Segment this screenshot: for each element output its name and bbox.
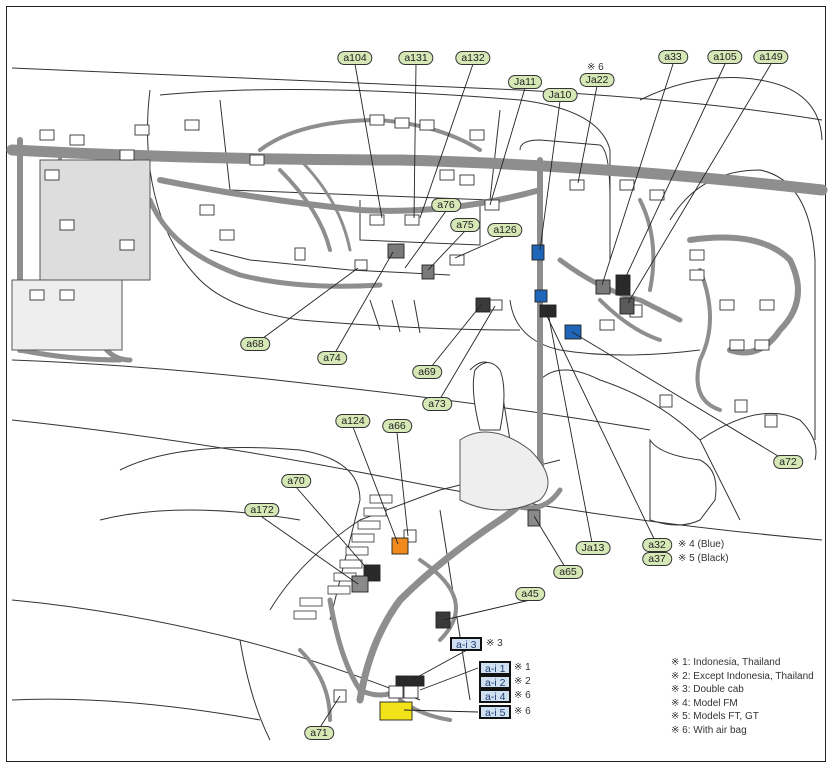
note-ja22: ※ 6 (587, 62, 604, 73)
legend-item: ※ 4: Model FM (671, 697, 738, 709)
console-switch-panel (293, 494, 393, 620)
connectors-colored (351, 243, 635, 721)
connector-a105 (615, 274, 631, 296)
label-a172: a172 (244, 503, 280, 517)
note-a37: ※ 5 (Black) (678, 553, 729, 564)
connector-a172 (351, 575, 369, 593)
label-a71: a71 (304, 726, 334, 740)
legend-item: ※ 6: With air bag (671, 724, 747, 736)
label-ja22: Ja22 (579, 73, 615, 87)
label-a105: a105 (707, 50, 743, 64)
connector-a33 (595, 279, 611, 295)
label-a32: a32 (642, 538, 672, 552)
connector-a66 (391, 537, 409, 555)
variant-legend: ※ 1: Indonesia, Thailand ※ 2: Except Ind… (671, 656, 814, 738)
label-ja10: Ja10 (542, 88, 578, 102)
gear-shift-lever (459, 362, 549, 511)
legend-item: ※ 1: Indonesia, Thailand (671, 657, 781, 668)
connector-ja13 (534, 289, 548, 303)
label-ai2: a-i 2 (479, 675, 512, 689)
label-a66: a66 (382, 419, 412, 433)
label-a65: a65 (553, 565, 583, 579)
label-a132: a132 (455, 51, 491, 65)
legend-item: ※ 5: Models FT, GT (671, 711, 759, 723)
label-a75: a75 (450, 218, 480, 232)
note-ai4: ※ 6 (514, 690, 531, 701)
label-a72: a72 (773, 455, 803, 469)
label-ja13: Ja13 (575, 541, 611, 555)
note-ai5: ※ 6 (514, 706, 531, 717)
connector-a65 (527, 509, 541, 527)
label-a73: a73 (422, 397, 452, 411)
connector-a45 (435, 611, 451, 629)
connector-ai5 (379, 701, 413, 721)
label-a76: a76 (431, 198, 461, 212)
legend-item: ※ 2: Except Indonesia, Thailand (671, 670, 814, 682)
label-a131: a131 (398, 51, 434, 65)
connector-a149 (619, 297, 635, 315)
connector-a69 (475, 297, 491, 313)
label-ai1: a-i 1 (479, 661, 512, 675)
label-a104: a104 (337, 51, 373, 65)
connector-a75 (421, 264, 435, 280)
label-a149: a149 (753, 50, 789, 64)
connectors-white (29, 114, 778, 703)
dashboard-outline (11, 67, 823, 741)
label-a126: a126 (487, 223, 523, 237)
label-a33: a33 (658, 50, 688, 64)
label-a70: a70 (281, 474, 311, 488)
connector-ai1 (395, 675, 425, 687)
label-ai5: a-i 5 (479, 705, 512, 719)
label-a74: a74 (317, 351, 347, 365)
junction-block (11, 159, 151, 351)
connector-ja10 (531, 244, 545, 261)
connector-a32 (564, 324, 582, 340)
label-a45: a45 (515, 587, 545, 601)
note-ai3: ※ 3 (486, 638, 503, 649)
note-ai2: ※ 2 (514, 676, 531, 687)
label-ja11: Ja11 (508, 75, 542, 89)
label-ai4: a-i 4 (479, 689, 512, 703)
label-a37: a37 (642, 552, 672, 566)
label-a69: a69 (412, 365, 442, 379)
legend-item: ※ 3: Double cab (671, 684, 744, 696)
label-ai3: a-i 3 (450, 637, 483, 651)
label-a68: a68 (240, 337, 270, 351)
label-a124: a124 (335, 414, 371, 428)
note-ai1: ※ 1 (514, 662, 531, 673)
note-a32: ※ 4 (Blue) (678, 539, 725, 550)
